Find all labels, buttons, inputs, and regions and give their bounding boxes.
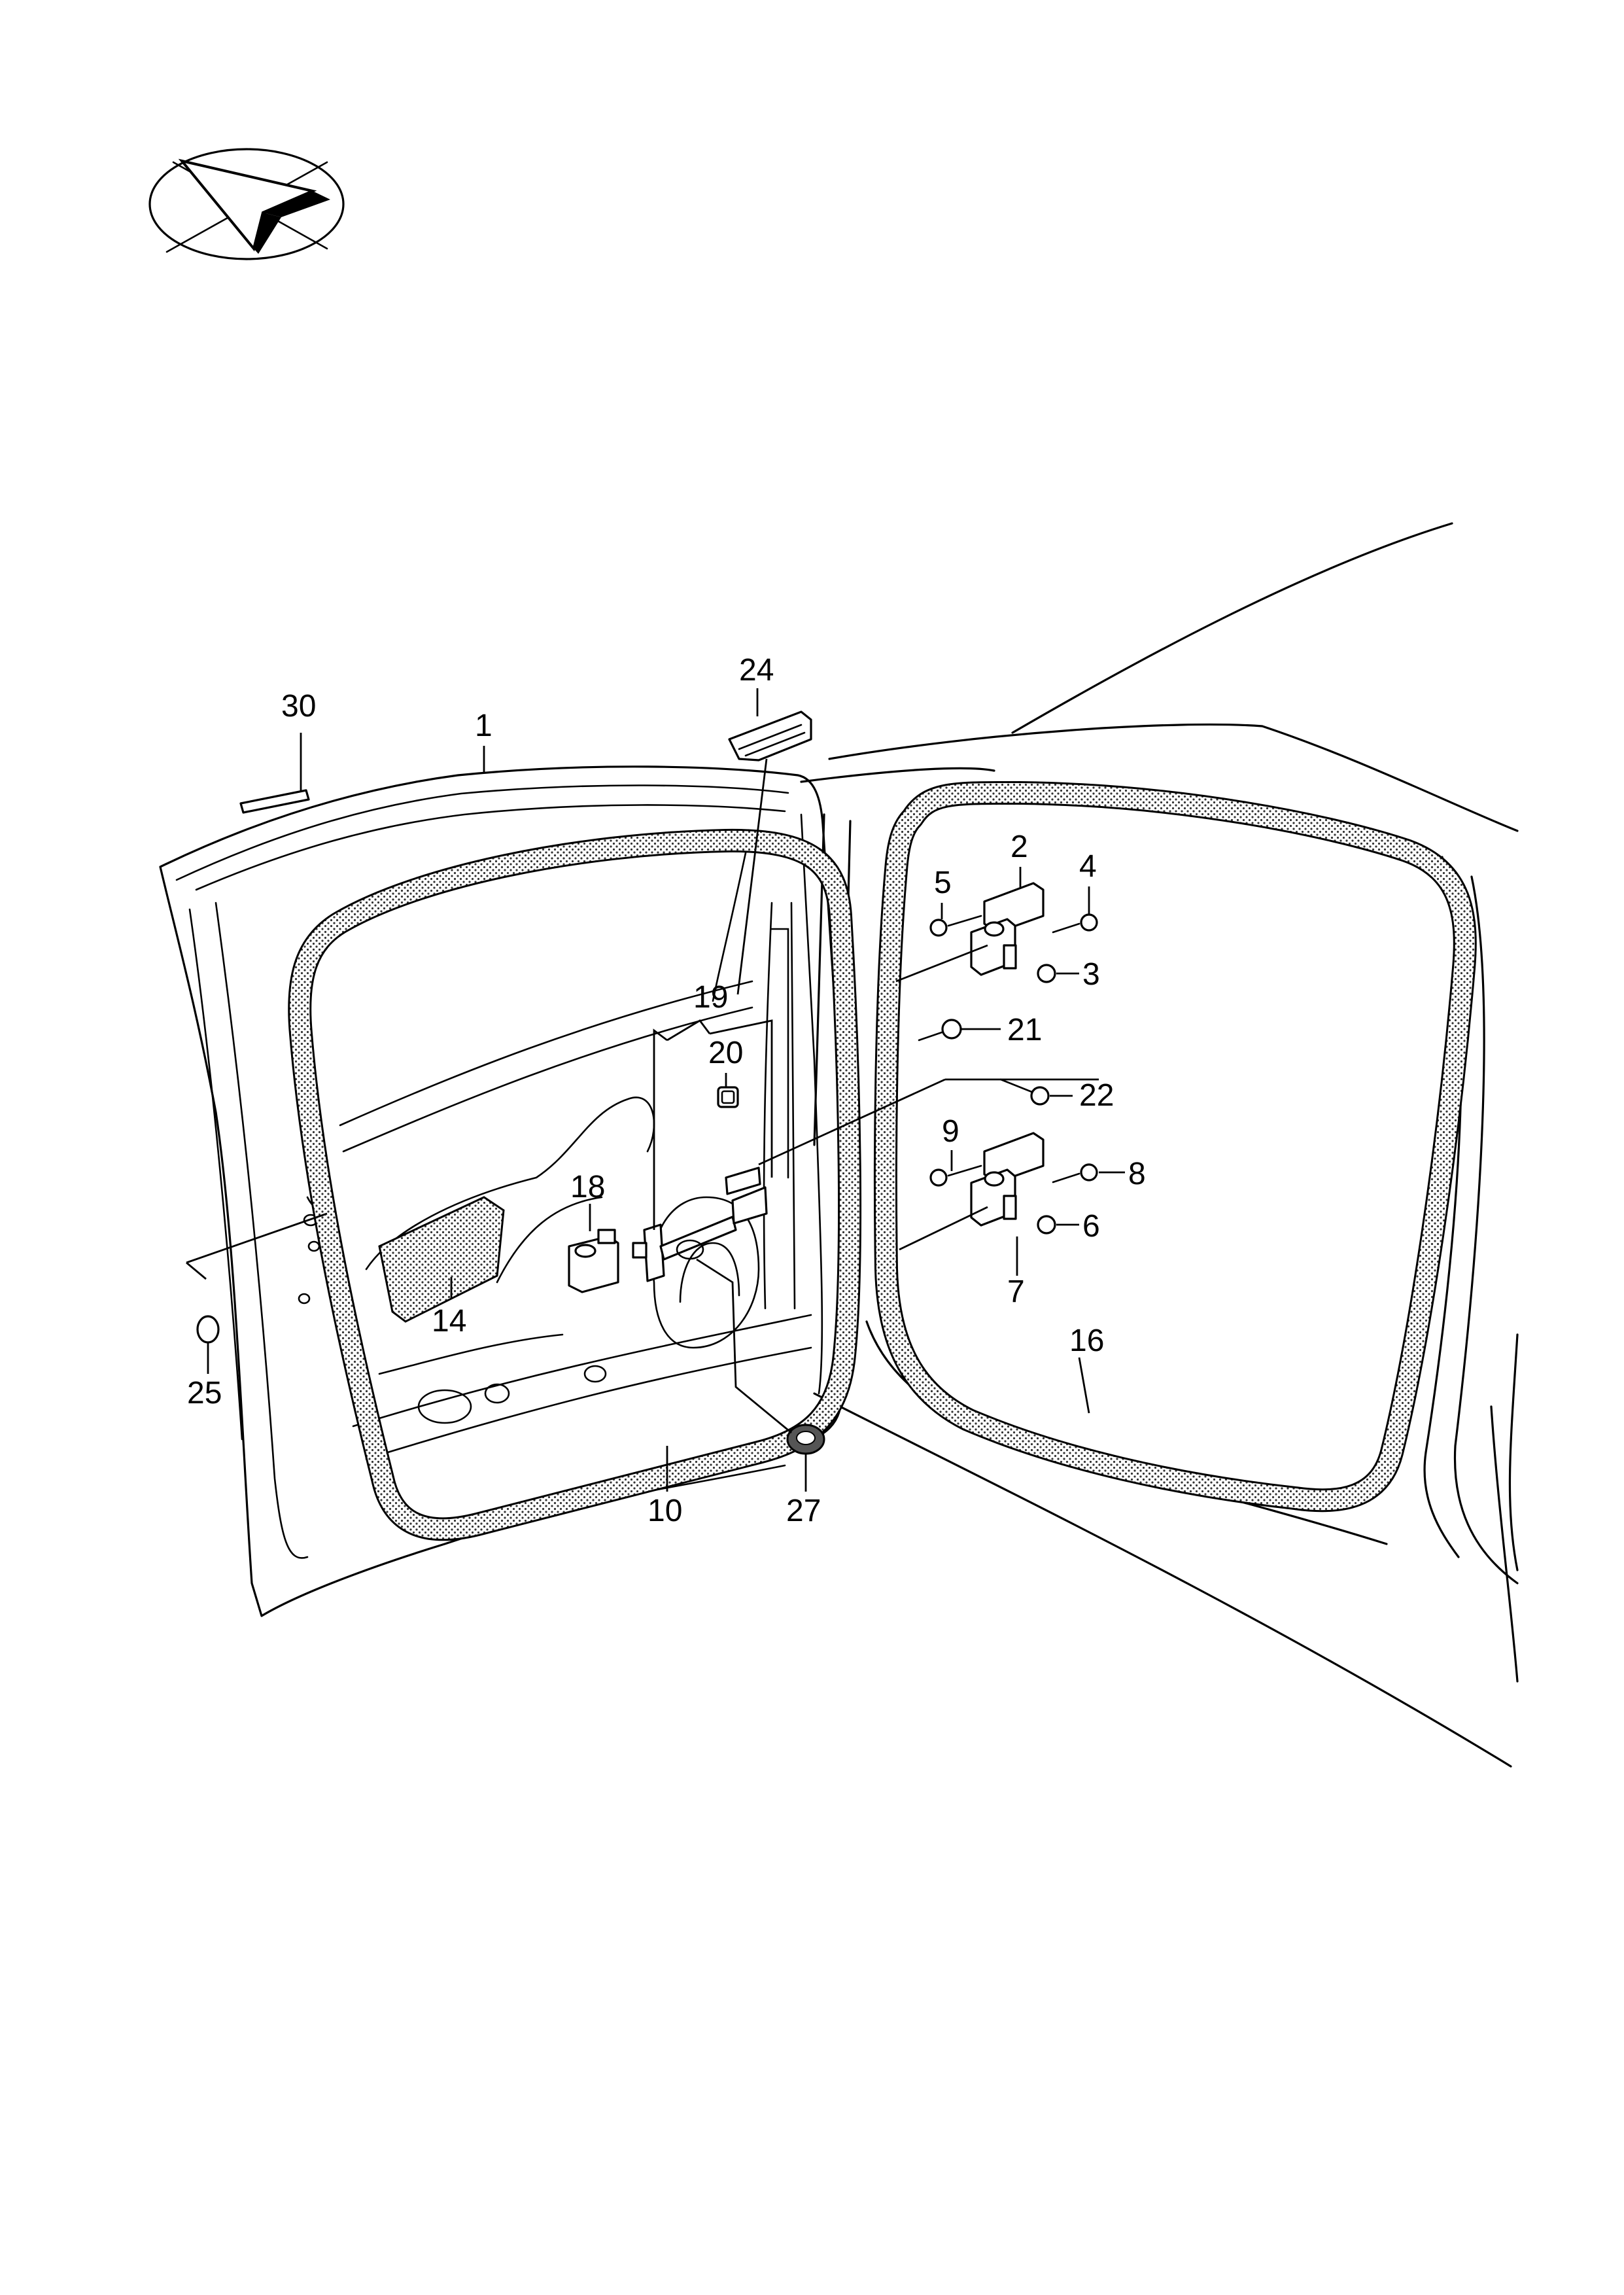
door-seal (288, 828, 862, 1541)
lower-hinge (970, 1132, 1045, 1227)
door-panel (159, 765, 848, 1617)
retaining-clip (728, 710, 812, 762)
nut-3 (1037, 964, 1056, 983)
clip-part-inner (721, 1090, 735, 1104)
callout-1: 1 (475, 709, 492, 743)
insulation-pad (378, 1196, 505, 1323)
grommet (786, 1424, 825, 1455)
callout-24: 24 (739, 653, 774, 688)
car-body-outline (800, 522, 1519, 1768)
bolt-4 (1052, 913, 1098, 934)
leader-lines (186, 688, 1125, 1492)
callout-9: 9 (942, 1114, 959, 1149)
orientation-arrow-icon (148, 148, 345, 260)
bolt-9 (929, 1165, 982, 1187)
callout-7: 7 (1007, 1274, 1025, 1309)
plug-part (196, 1315, 220, 1344)
callout-8: 8 (1128, 1157, 1146, 1191)
callout-16: 16 (1069, 1323, 1104, 1358)
nut-6 (1037, 1215, 1056, 1235)
callout-18: 18 (570, 1170, 605, 1204)
callout-27: 27 (786, 1494, 821, 1528)
body-aperture-seal (873, 780, 1477, 1513)
callout-21: 21 (1007, 1013, 1042, 1047)
callout-19: 19 (693, 980, 728, 1015)
callout-25: 25 (187, 1376, 222, 1410)
callout-22: 22 (1079, 1078, 1114, 1113)
clip-part (717, 1086, 739, 1108)
callout-30: 30 (281, 689, 316, 724)
callout-20: 20 (708, 1036, 743, 1070)
label-sticker (239, 789, 310, 814)
callout-labels: 1 2 3 4 5 6 7 8 9 10 14 16 18 19 20 21 2… (187, 653, 1146, 1528)
door-check-strap (632, 1166, 768, 1282)
callout-6: 6 (1082, 1209, 1100, 1244)
callout-2: 2 (1011, 830, 1028, 864)
callout-4: 4 (1079, 849, 1097, 884)
callout-3: 3 (1082, 957, 1100, 992)
bolt-22 (999, 1078, 1050, 1106)
bracket-part (568, 1229, 619, 1293)
bolt-21 (918, 1019, 962, 1042)
upper-hinge (970, 882, 1045, 976)
bolt-8 (1052, 1163, 1098, 1183)
bolt-5 (929, 915, 982, 937)
callout-10: 10 (648, 1494, 682, 1528)
callout-14: 14 (432, 1304, 466, 1339)
callout-5: 5 (934, 866, 952, 900)
